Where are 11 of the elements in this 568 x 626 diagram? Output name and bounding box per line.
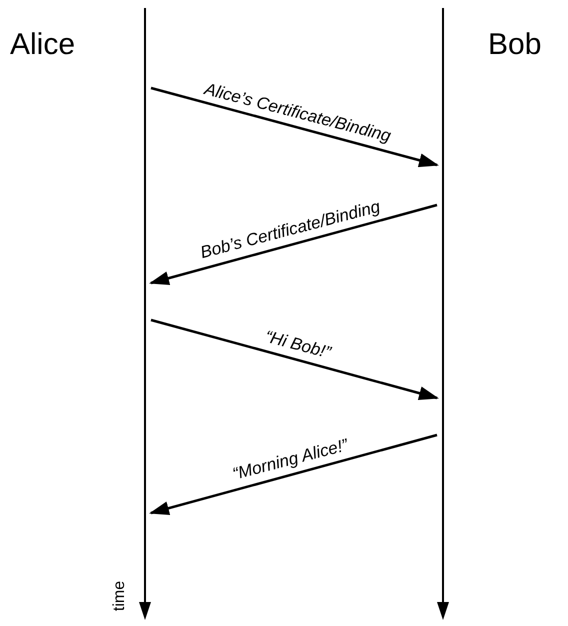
participant-name: Alice bbox=[10, 30, 76, 60]
edge-label: “Hi Bob!” bbox=[263, 328, 332, 362]
lifeline-arrow bbox=[139, 8, 151, 620]
message-arrow bbox=[150, 318, 439, 400]
axis-label: time bbox=[112, 580, 128, 612]
message-arrow bbox=[149, 204, 438, 286]
participant-name: Bob bbox=[488, 30, 542, 60]
edge-label: “Morning Alice!” bbox=[230, 436, 350, 483]
message-arrow bbox=[150, 86, 439, 168]
lifeline-arrow bbox=[437, 8, 449, 620]
message-arrow bbox=[149, 434, 438, 516]
